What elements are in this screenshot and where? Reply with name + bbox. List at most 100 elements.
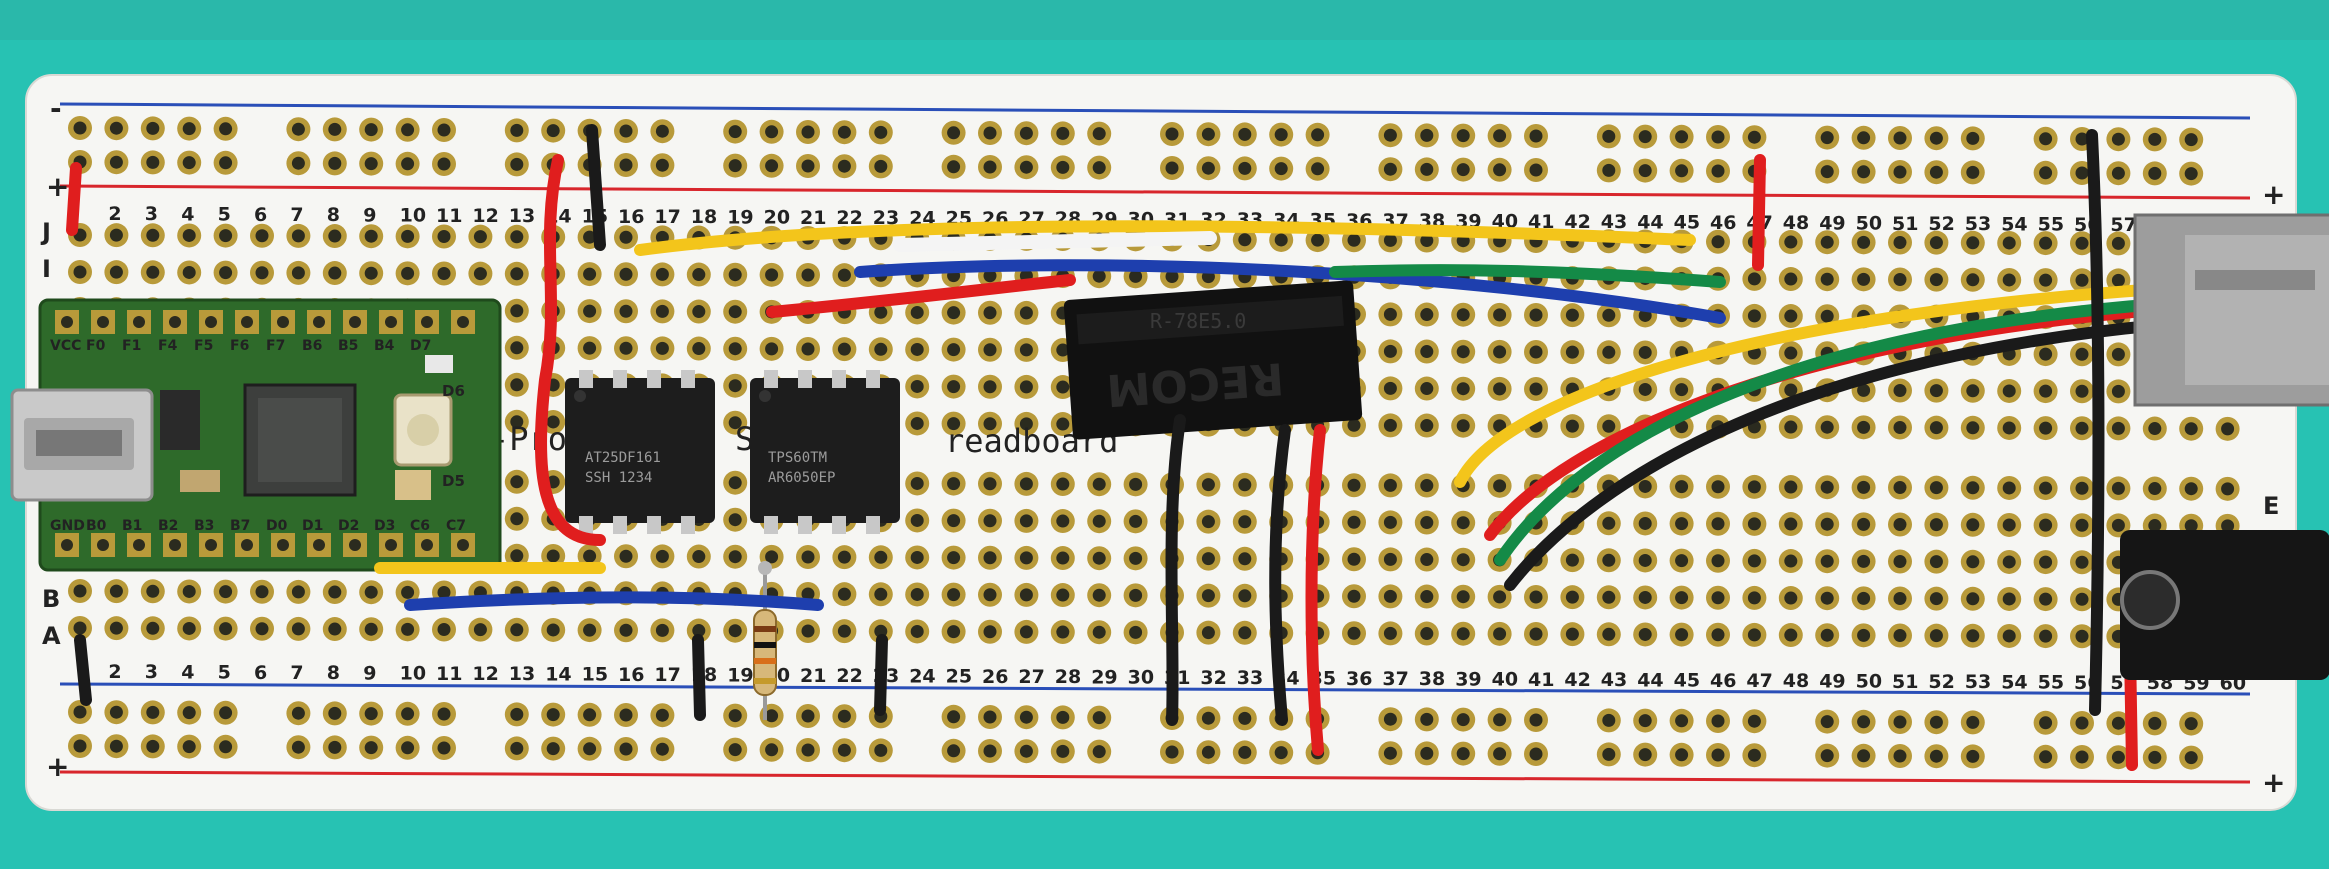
hole [1602, 163, 1616, 177]
hole [146, 121, 160, 135]
hole [401, 123, 415, 137]
bottom-rail-blue-line [59, 682, 2251, 696]
mcu-pin-headers [55, 310, 475, 557]
column-number: 26 [982, 666, 1008, 688]
column-numbers-bottom: 2345678910111213141516171819202122232425… [108, 661, 2246, 695]
mcu-pin-hole [277, 539, 289, 551]
hole [73, 584, 87, 598]
hole [1602, 308, 1616, 322]
wire-black-rail-a2 [692, 634, 706, 721]
hole [728, 550, 742, 564]
hole [182, 122, 196, 136]
hole [1493, 627, 1507, 641]
hole [947, 477, 961, 491]
hole [874, 159, 888, 173]
hole [1784, 383, 1798, 397]
hole [619, 708, 633, 722]
hole [1456, 553, 1470, 567]
hole [837, 550, 851, 564]
wire-black-right-long [2086, 129, 2105, 716]
hole [1129, 588, 1143, 602]
mcu-pin-hole [349, 539, 361, 551]
hole [1638, 516, 1652, 530]
hole [619, 267, 633, 281]
hole [1602, 419, 1616, 433]
hole [1383, 712, 1397, 726]
hole [291, 266, 305, 280]
hole [1638, 382, 1652, 396]
hole [328, 706, 342, 720]
chip-leg [579, 516, 593, 534]
column-number: 19 [727, 206, 753, 228]
chip-leg [647, 516, 661, 534]
chip-leg [613, 516, 627, 534]
hole [1966, 629, 1980, 643]
hole [1784, 420, 1798, 434]
hole [1383, 128, 1397, 142]
column-number: 22 [836, 207, 862, 229]
hole [2075, 273, 2089, 287]
chip-leg [798, 370, 812, 388]
hole [1638, 714, 1652, 728]
hole [2039, 421, 2053, 435]
column-number: 48 [1783, 212, 1809, 234]
hole [2039, 592, 2053, 606]
hole [1820, 628, 1834, 642]
hole [1784, 628, 1798, 642]
wire-red-rail-left [66, 162, 82, 236]
hole [655, 124, 669, 138]
hole [1675, 383, 1689, 397]
hole [1383, 626, 1397, 640]
hole [1675, 748, 1689, 762]
hole [364, 741, 378, 755]
hole [437, 267, 451, 280]
hole [364, 123, 378, 137]
hole [1929, 384, 1943, 398]
hole [1784, 235, 1798, 249]
hole [983, 126, 997, 140]
hole [437, 707, 451, 721]
hole [2075, 347, 2089, 361]
column-number: 41 [1528, 669, 1554, 691]
hole [1857, 517, 1871, 531]
hole [2148, 482, 2162, 496]
hole [1420, 234, 1434, 248]
hole [1784, 517, 1798, 531]
hole [1857, 554, 1871, 568]
hole [801, 268, 815, 282]
hole [2075, 555, 2089, 569]
hole [1929, 165, 1943, 179]
hole [1784, 309, 1798, 323]
hole [1347, 233, 1361, 247]
mcu-pin-label: D3 [374, 518, 395, 534]
hole [1456, 516, 1470, 530]
hole [1165, 161, 1179, 175]
hole [1238, 711, 1252, 725]
hole [1201, 127, 1215, 141]
hole [1784, 591, 1798, 605]
hole [947, 551, 961, 565]
hole [2221, 482, 2235, 496]
hole [1420, 382, 1434, 396]
hole [1784, 346, 1798, 360]
rail-plus-top-right: + [2262, 178, 2285, 211]
mcu-pin-label: C7 [446, 518, 466, 534]
hole [437, 741, 451, 755]
column-number: 50 [1856, 213, 1882, 235]
hole [910, 513, 924, 527]
hole [510, 475, 524, 489]
hole [2111, 273, 2125, 287]
hole [1019, 306, 1033, 320]
wire-blue-bottom [404, 591, 824, 611]
hole [1820, 309, 1834, 323]
column-number: 25 [946, 666, 972, 688]
wire-black-regulator-2 [1269, 424, 1291, 726]
mcu-pin-hole [241, 539, 253, 551]
hole [1238, 161, 1252, 175]
mcu-pin-hole [97, 316, 109, 328]
hole [1820, 480, 1834, 494]
hole [874, 342, 888, 356]
hole [1638, 590, 1652, 604]
column-number: 2 [108, 661, 121, 683]
